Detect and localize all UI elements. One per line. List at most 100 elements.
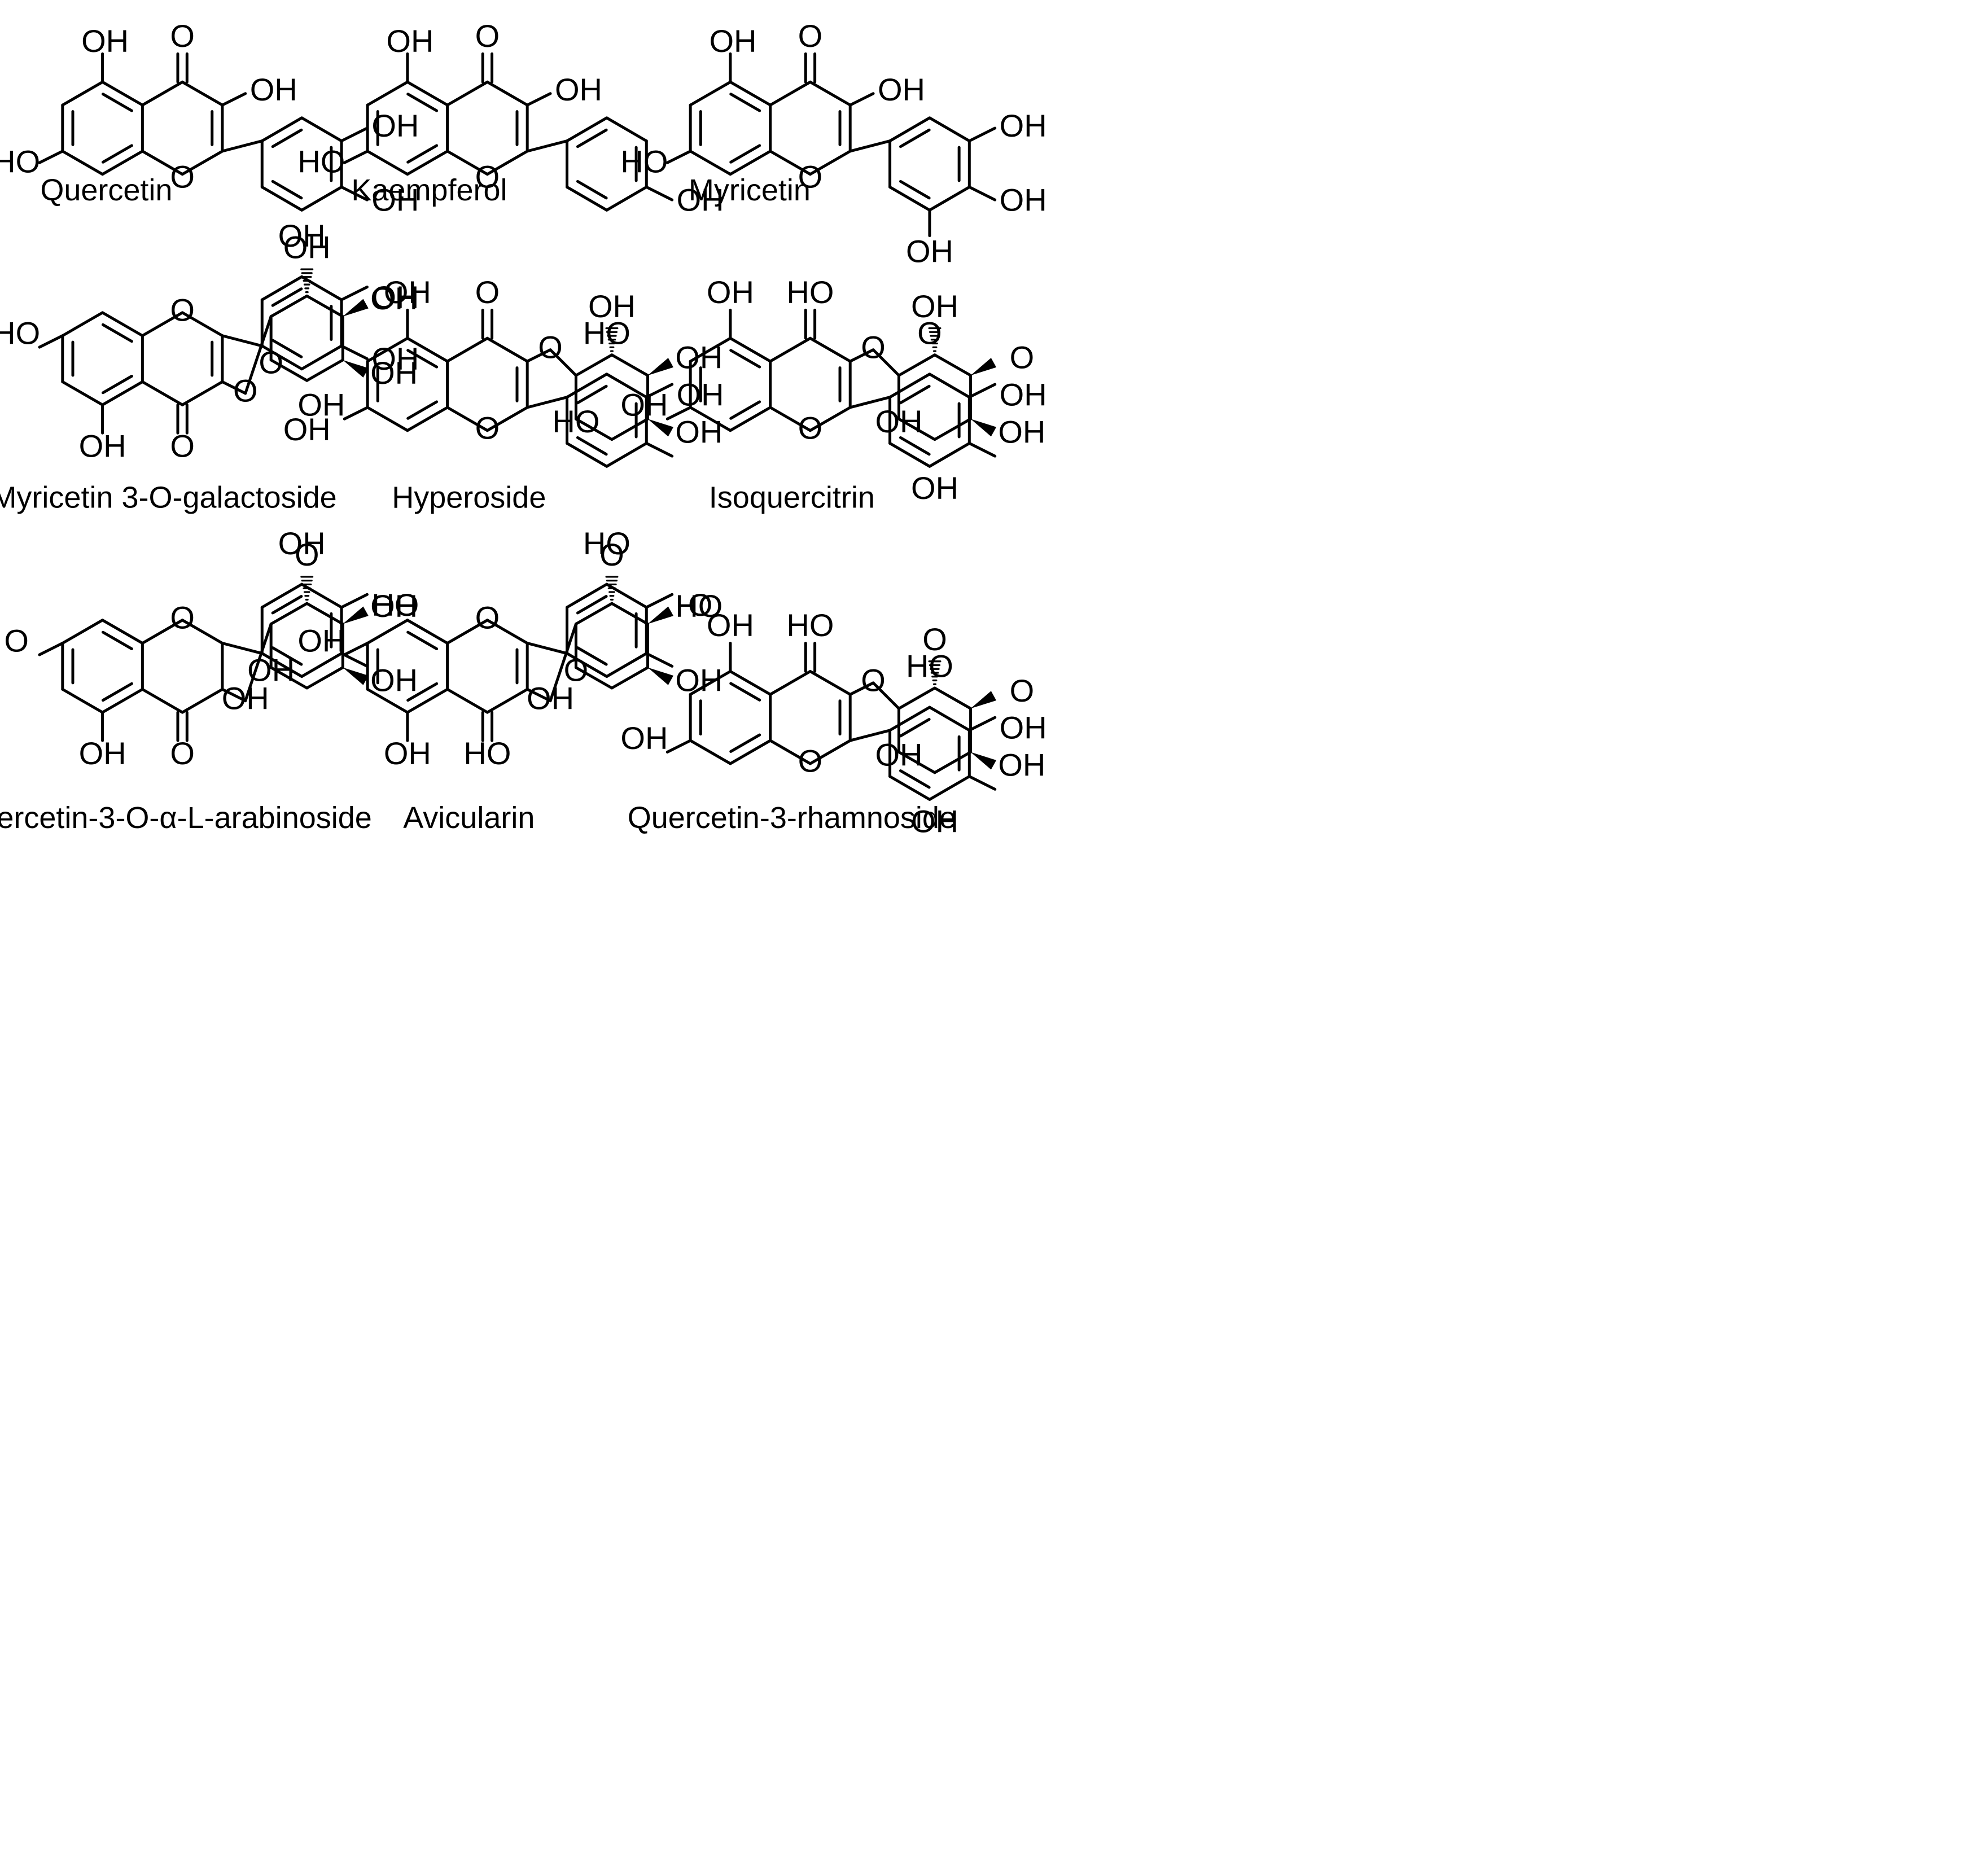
- bond: [101, 630, 133, 651]
- atom-label: HO: [583, 316, 630, 351]
- atom-label: O: [295, 537, 319, 572]
- atom-label: HO: [297, 143, 345, 179]
- atom-label: OH: [384, 274, 431, 310]
- structure-myricetin-3-o-galactoside: [38, 268, 369, 435]
- atom-label: O: [170, 599, 195, 635]
- atom-label: OH: [370, 663, 418, 698]
- compound-name-myricetin: Myricetin: [689, 173, 811, 207]
- bond: [689, 80, 732, 107]
- atom-label: HO: [906, 649, 953, 684]
- bond: [340, 344, 369, 361]
- bond: [61, 150, 104, 176]
- bond: [645, 185, 674, 201]
- atom-label: HO: [620, 143, 668, 179]
- structure-quercetin-3-rhamnoside: [665, 642, 997, 801]
- atom-label: OH: [677, 182, 724, 217]
- compound-name-hyperoside: Hyperoside: [392, 481, 546, 515]
- atom-label: HO: [463, 735, 511, 771]
- bond: [729, 336, 772, 363]
- bond: [645, 593, 674, 609]
- bond: [406, 150, 449, 176]
- bond: [406, 619, 449, 645]
- bond: [485, 80, 529, 107]
- wedge-bond: [647, 606, 674, 624]
- wedge-bond: [970, 358, 997, 376]
- wedge-bond: [970, 752, 997, 770]
- bond: [406, 406, 449, 432]
- bond: [406, 349, 439, 369]
- atom-label: HO: [786, 274, 834, 310]
- bond: [897, 686, 936, 710]
- wedge-bond: [343, 360, 369, 378]
- bond: [101, 323, 133, 343]
- bond: [769, 336, 812, 363]
- wedge-bond: [647, 667, 674, 685]
- structure-isoquercitrin: [665, 308, 997, 468]
- bond: [446, 619, 489, 645]
- bond: [899, 128, 931, 148]
- atom-label: OH: [588, 288, 636, 324]
- bond: [38, 334, 64, 349]
- bond: [808, 406, 852, 432]
- atom-label: OH: [371, 108, 419, 143]
- bond: [181, 380, 224, 406]
- atom-label: OH: [386, 23, 433, 59]
- atom-label: OH: [875, 404, 922, 439]
- bond: [566, 373, 608, 399]
- bond: [446, 687, 489, 714]
- bond: [446, 150, 489, 176]
- bond: [406, 682, 439, 702]
- bond: [271, 179, 303, 200]
- bond: [366, 619, 409, 645]
- structure-quercetin-3-o-a-l-arabinoside: [38, 576, 369, 742]
- bond: [340, 185, 369, 201]
- bond: [38, 642, 64, 656]
- bond: [61, 80, 104, 107]
- bond: [260, 344, 304, 371]
- bond: [848, 729, 892, 742]
- compound-name-kaempferol: Kaempferol: [351, 173, 507, 207]
- atom-label: OH: [278, 525, 326, 561]
- bond: [872, 681, 900, 710]
- atom-label: OH: [1000, 710, 1047, 746]
- bond: [888, 706, 931, 732]
- bond: [610, 666, 650, 690]
- bond: [446, 336, 489, 363]
- bond: [221, 380, 247, 395]
- bond: [101, 150, 144, 176]
- structure-kaempferol: [343, 52, 674, 212]
- bond: [729, 150, 772, 176]
- bond: [808, 669, 852, 696]
- bond: [141, 150, 184, 176]
- bond: [300, 185, 343, 212]
- bond: [269, 358, 309, 382]
- atom-label: HO: [786, 607, 834, 643]
- bond: [101, 80, 144, 107]
- bond: [928, 116, 971, 143]
- atom-label: OH: [370, 355, 418, 391]
- structure-avicularin: [343, 576, 674, 742]
- atom-label: OH: [81, 23, 129, 59]
- bond: [181, 150, 224, 176]
- bond: [566, 582, 608, 609]
- atom-label: O: [917, 316, 942, 351]
- bond: [340, 285, 369, 301]
- bond: [899, 179, 931, 200]
- atom-label: OH: [370, 281, 418, 316]
- bond: [605, 441, 648, 468]
- bond: [665, 150, 692, 164]
- bond: [485, 150, 529, 176]
- bond: [305, 358, 344, 382]
- bond: [271, 339, 303, 358]
- bond: [141, 80, 184, 107]
- bond: [221, 687, 247, 703]
- atom-label: O: [170, 735, 195, 771]
- bond: [343, 150, 369, 164]
- bond: [566, 185, 608, 212]
- atom-label: O: [688, 587, 713, 623]
- wedge-bond: [970, 419, 997, 437]
- atom-label: HO: [583, 525, 630, 561]
- bond: [888, 441, 931, 468]
